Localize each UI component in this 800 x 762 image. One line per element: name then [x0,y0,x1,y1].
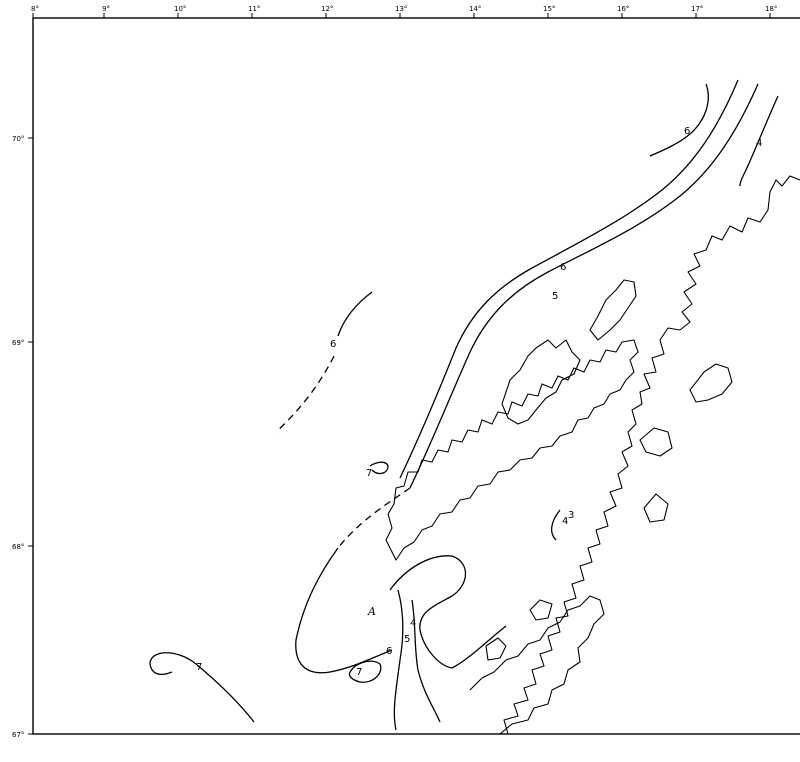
lat-label: 70° [12,135,24,143]
lon-label: 14° [469,5,481,13]
island [529,599,553,621]
lon-label: 11° [248,5,260,13]
longitude-labels: 8° 9° 10° 11° 12° 13° 14° 15° 16° 17° 18… [31,5,777,13]
lon-label: 10° [174,5,186,13]
lat-label: 69° [12,339,24,347]
contour-label: 5 [404,634,410,645]
coastline [385,175,800,735]
contour-5-main [399,79,739,479]
contour-label: 3 [568,510,574,521]
lon-label: 16° [617,5,629,13]
contour-4-south [389,555,467,669]
latitude-labels: 70° 69° 68° 67° [12,135,24,739]
southern-coast [469,595,605,735]
island [589,279,637,341]
contour-6-south [393,589,404,731]
lon-label: 18° [765,5,777,13]
contour-6-west [337,291,373,337]
lon-label: 17° [691,5,703,13]
contour-label: 4 [562,516,568,527]
latitude-ticks [28,137,33,735]
station-marker: A [367,605,376,618]
contour-4-north [739,95,779,187]
lon-label: 15° [543,5,555,13]
contour-6-north [649,83,709,157]
contour-4-east [451,625,507,669]
large-island [501,339,581,425]
contour-lobe [295,547,393,674]
contour-label: 5 [552,291,558,302]
contour-6-west-dashed [275,355,335,433]
island [689,363,733,403]
lon-label: 8° [31,5,39,13]
map-frame [32,17,800,735]
contour-label: 6 [386,646,392,657]
lon-label: 13° [395,5,407,13]
island [639,427,673,457]
isolines [149,79,779,731]
lat-label: 67° [12,731,24,739]
contour-label: 7 [196,662,202,673]
contour-label: 7 [356,667,362,678]
island-chain [385,339,639,561]
contour-7-loop [348,660,382,683]
contour-7-southwest [149,652,255,723]
contour-dashed-lobe [337,487,411,549]
contour-label: 6 [684,126,690,137]
island [485,637,507,661]
mainland-coast [503,175,800,735]
lon-label: 12° [321,5,333,13]
island [643,493,669,523]
contour-label: 6 [330,339,336,350]
contour-7-small [369,461,389,475]
lat-label: 68° [12,543,24,551]
contour-label: 7 [366,468,372,479]
contour-labels: 4 6 6 5 6 7 7 7 6 5 4 4 3 [196,126,762,678]
contour-label: 6 [560,262,566,273]
longitude-ticks [32,13,771,18]
lon-label: 9° [102,5,110,13]
contour-label: 4 [410,618,416,629]
contour-6-main [409,83,759,489]
contour-5-south [411,599,441,723]
contour-4-coast [550,509,561,541]
contour-label: 4 [756,138,762,149]
